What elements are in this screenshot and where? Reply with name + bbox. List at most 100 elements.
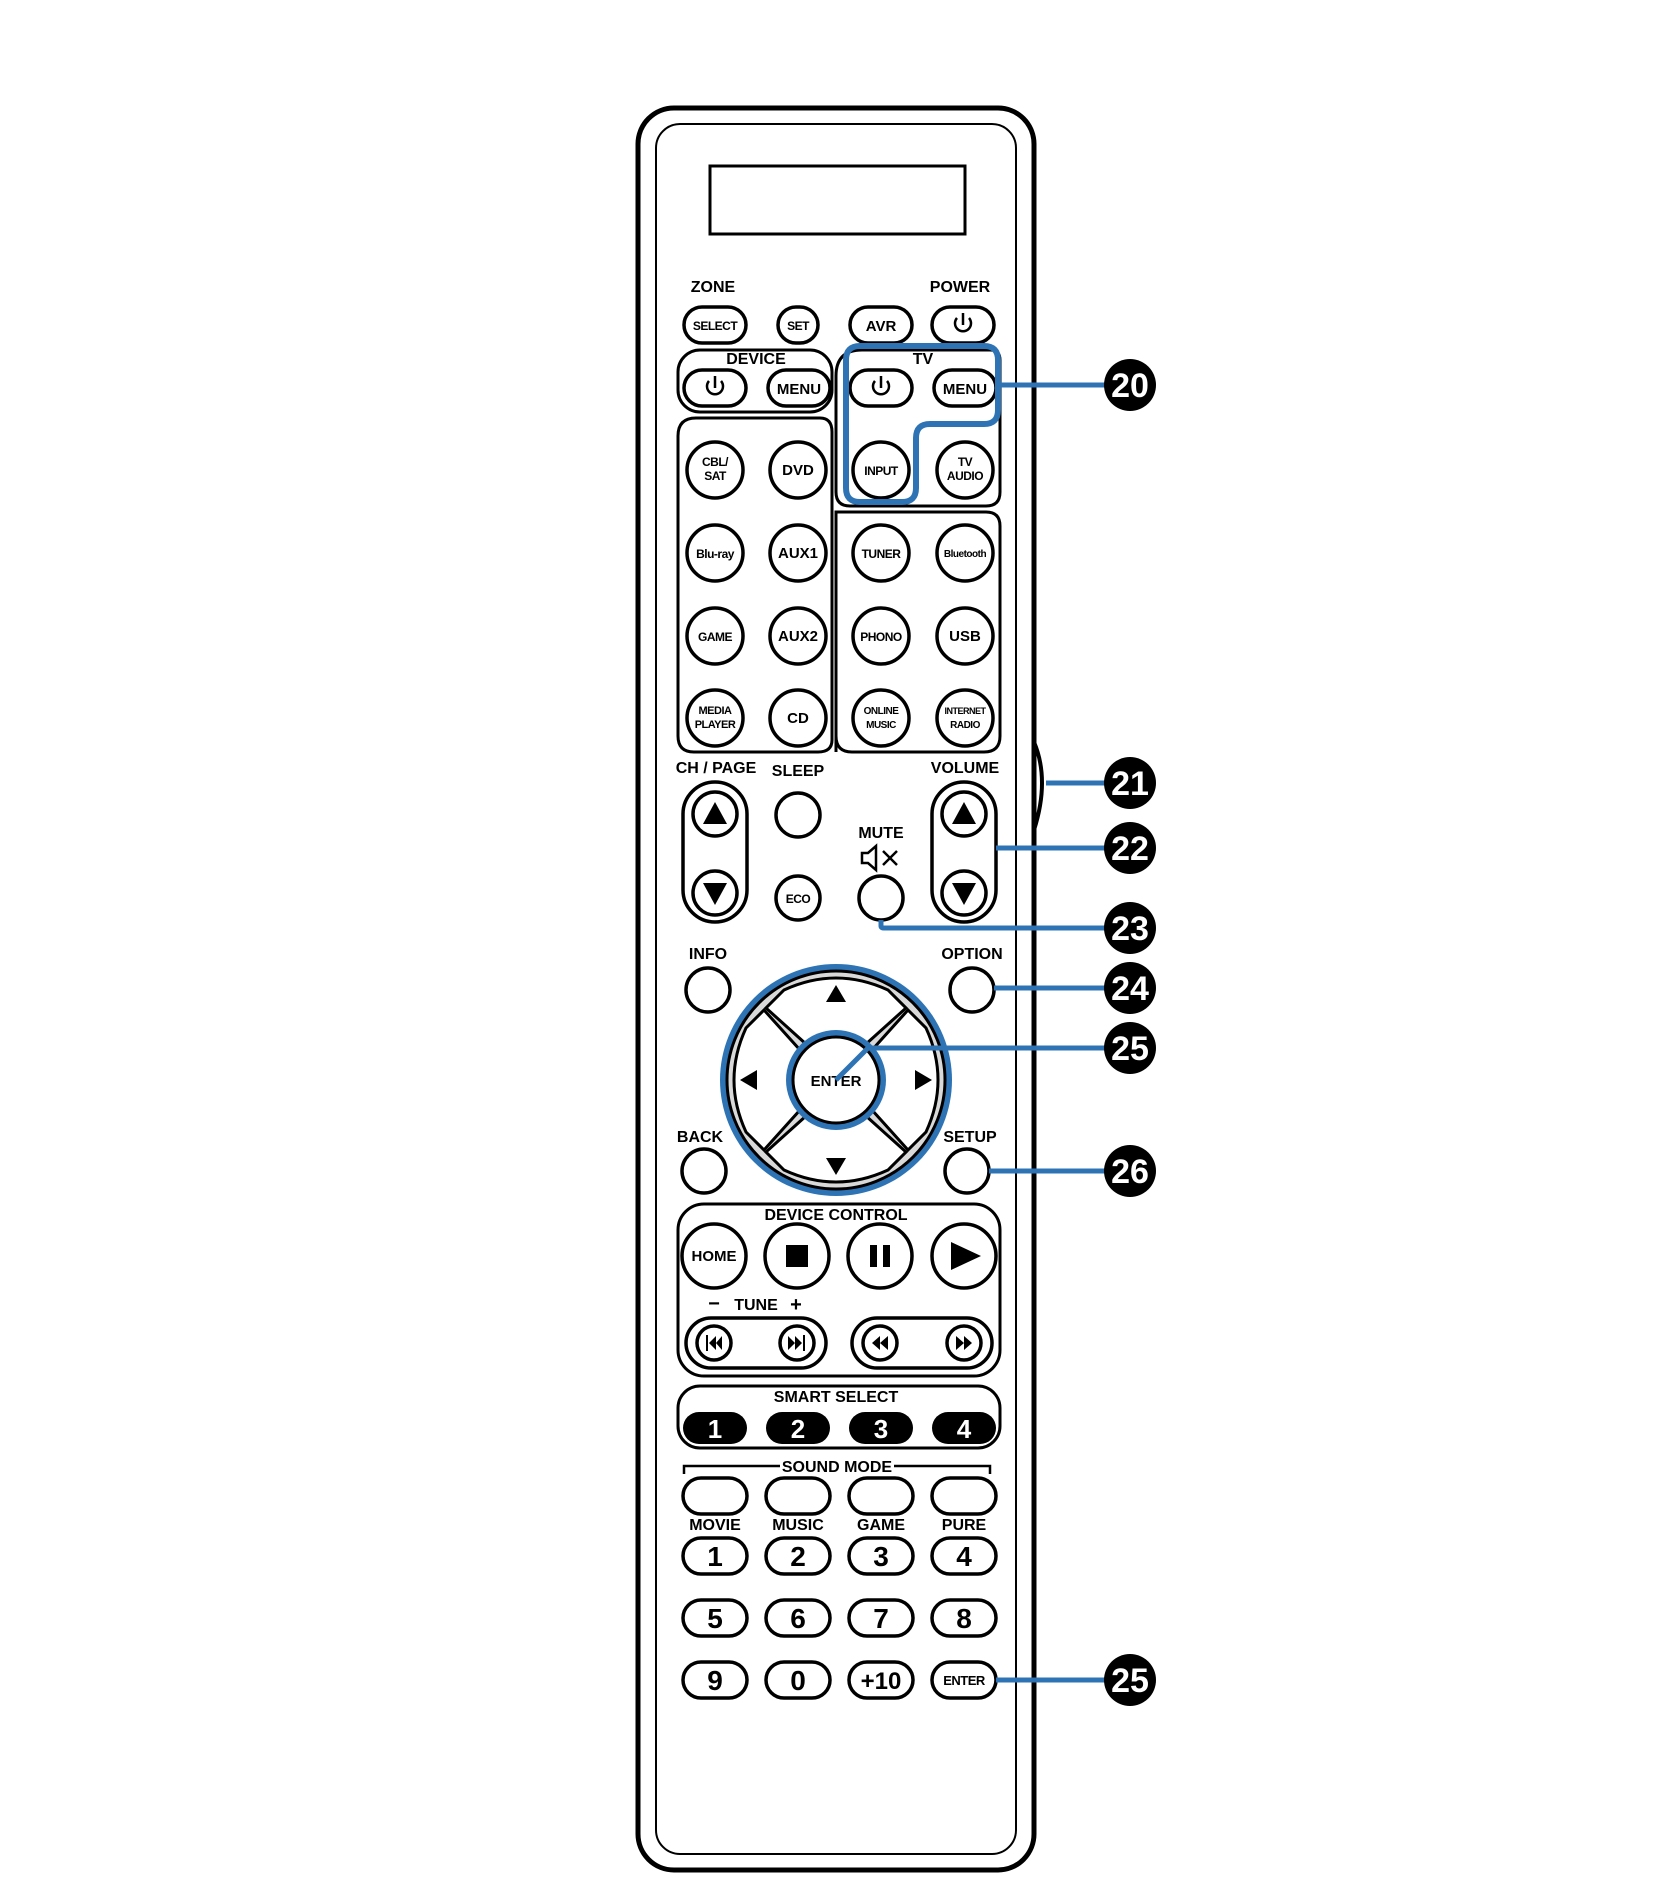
option-label: OPTION (941, 946, 1002, 963)
sound-mode-music-button[interactable] (764, 1476, 832, 1516)
mute-button[interactable] (857, 874, 905, 922)
cd-button[interactable] (768, 688, 828, 748)
smart-select-label: SMART SELECT (774, 1389, 899, 1406)
option-button[interactable] (948, 966, 996, 1014)
numpad-button[interactable] (930, 1598, 998, 1638)
aux1-label: AUX1 (778, 545, 818, 562)
power-icon (953, 313, 973, 333)
phono-button[interactable] (851, 606, 911, 666)
numpad-button[interactable] (847, 1660, 915, 1700)
cbl-sat-button[interactable] (685, 440, 745, 500)
set-button[interactable] (776, 305, 820, 345)
mute-icon (860, 843, 898, 873)
tuner-button[interactable] (851, 523, 911, 583)
callout-number: 23 (1111, 910, 1149, 948)
smart-select-number: 3 (874, 1414, 888, 1444)
callout-number: 25 (1111, 1030, 1149, 1068)
up-arrow-icon (826, 985, 846, 1002)
usb-button[interactable] (935, 606, 995, 666)
device-power-icon (705, 376, 725, 396)
sound-mode-game-button[interactable] (847, 1476, 915, 1516)
game-button[interactable] (685, 606, 745, 666)
numpad-digit: 3 (873, 1541, 889, 1572)
zone-select-label: SELECT (693, 319, 739, 333)
aux1-button[interactable] (768, 523, 828, 583)
smart-select-button[interactable] (849, 1412, 913, 1444)
side-button[interactable] (1032, 741, 1044, 831)
fast-forward-icon (956, 1336, 972, 1350)
zone-label: ZONE (691, 279, 736, 296)
internet-radio-label-1: INTERNET (945, 706, 987, 716)
numpad-button[interactable] (681, 1660, 749, 1700)
numpad-digit: 2 (790, 1541, 806, 1572)
callout-number: 20 (1111, 367, 1149, 405)
bluetooth-button[interactable] (935, 523, 995, 583)
tv-audio-button[interactable] (935, 440, 995, 500)
numpad-button[interactable] (764, 1598, 832, 1638)
smart-select-button[interactable] (766, 1412, 830, 1444)
numpad: 1 2 3 4 5 6 7 8 9 0 +10 ENTER (681, 1536, 998, 1700)
numpad-button[interactable] (847, 1536, 915, 1576)
home-label: HOME (692, 1248, 737, 1265)
numpad-button[interactable] (681, 1536, 749, 1576)
ch-page-label: CH / PAGE (676, 760, 757, 777)
callout-number: 26 (1111, 1153, 1149, 1191)
sleep-label: SLEEP (772, 763, 825, 780)
tune-label: TUNE (734, 1297, 778, 1314)
tv-label: TV (913, 351, 934, 368)
sound-mode-movie-label: MOVIE (689, 1517, 741, 1534)
tune-minus-label: − (708, 1293, 720, 1315)
numpad-digit: 9 (707, 1665, 723, 1696)
ch-down-arrow-icon (703, 883, 727, 905)
info-button[interactable] (684, 966, 732, 1014)
bluetooth-label: Bluetooth (944, 549, 987, 560)
setup-button[interactable] (943, 1147, 991, 1195)
numpad-digit: 8 (956, 1603, 972, 1634)
device-label: DEVICE (726, 351, 786, 368)
skip-back-icon (706, 1335, 722, 1351)
callout-badge (1104, 1145, 1156, 1197)
callout-number: 22 (1111, 830, 1149, 868)
numpad-button[interactable] (930, 1536, 998, 1576)
sound-mode-pure-button[interactable] (930, 1476, 998, 1516)
smart-select-button[interactable] (683, 1412, 747, 1444)
device-menu-button[interactable] (766, 368, 832, 408)
callout-number: 24 (1111, 970, 1149, 1008)
numpad-button[interactable] (681, 1598, 749, 1638)
eco-label: ECO (786, 892, 811, 906)
usb-label: USB (949, 628, 981, 645)
volume-up-arrow-icon (952, 802, 976, 824)
internet-radio-button[interactable] (935, 688, 995, 748)
home-button[interactable] (680, 1222, 748, 1290)
zone-select-button[interactable] (682, 305, 748, 345)
tv-input-button[interactable] (851, 440, 911, 500)
eco-button[interactable] (774, 874, 822, 922)
display-window (708, 164, 967, 236)
online-music-button[interactable] (851, 688, 911, 748)
device-group-frame (676, 348, 834, 414)
dvd-button[interactable] (768, 440, 828, 500)
aux2-button[interactable] (768, 606, 828, 666)
numpad-button[interactable] (764, 1660, 832, 1700)
power-label: POWER (930, 279, 991, 296)
cbl-sat-label-1: CBL/ (702, 455, 729, 469)
tv-buttons-highlight (843, 343, 1001, 505)
right-arrow-icon (915, 1070, 932, 1090)
down-arrow-icon (826, 1158, 846, 1175)
sound-mode-music-label: MUSIC (772, 1517, 824, 1534)
pause-button[interactable] (846, 1222, 914, 1290)
bluray-button[interactable] (685, 523, 745, 583)
sound-mode-movie-button[interactable] (681, 1476, 749, 1516)
smart-select-buttons: 1 2 3 4 (683, 1412, 996, 1444)
phono-label: PHONO (860, 630, 902, 644)
cbl-sat-label-2: SAT (704, 469, 727, 483)
mute-label: MUTE (858, 825, 904, 842)
numpad-button[interactable] (764, 1536, 832, 1576)
game-label: GAME (698, 630, 732, 644)
smart-select-button[interactable] (932, 1412, 996, 1444)
ch-up-arrow-icon (703, 802, 727, 824)
numpad-button[interactable] (847, 1598, 915, 1638)
back-button[interactable] (680, 1147, 728, 1195)
media-player-button[interactable] (685, 688, 745, 748)
sleep-button[interactable] (774, 791, 822, 839)
